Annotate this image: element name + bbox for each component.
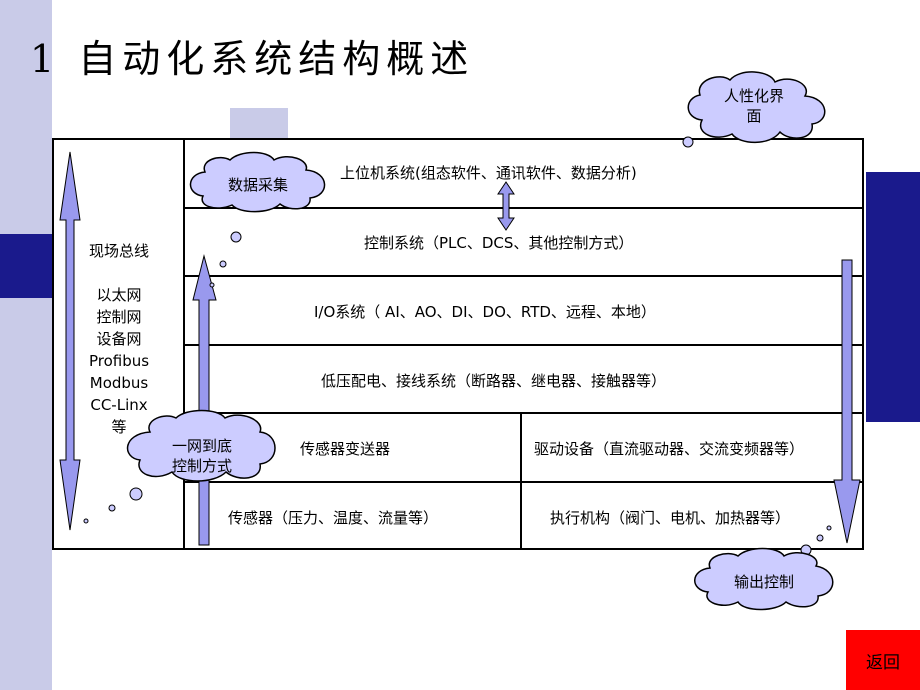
fieldbus-item: CC-Linx [90, 396, 148, 414]
decor-top-block [230, 108, 288, 138]
bubble-trail [83, 136, 832, 556]
layer-drive: 驱动设备（直流驱动器、交流变频器等） [534, 440, 805, 458]
fieldbus-list: 现场总线 以太网 控制网 设备网 Profibus Modbus CC-Linx… [54, 240, 184, 438]
cloud-one-net-label: 一网到底 控制方式 [171, 437, 232, 475]
cloud-data-collect [189, 151, 326, 213]
cloud-output-label: 输出控制 [733, 573, 794, 591]
fieldbus-item: 现场总线 [88, 242, 149, 260]
row-divider [184, 412, 864, 414]
layer-actuator: 执行机构（阀门、电机、加热器等） [550, 509, 791, 527]
layer-transmitter: 传感器变送器 [300, 440, 391, 458]
row-divider [184, 344, 864, 346]
cloud-hmi-label: 人性化界 面 [723, 87, 784, 125]
fieldbus-item: 等 [111, 418, 127, 436]
small-double-arrow [497, 181, 515, 231]
down-arrow [833, 259, 861, 544]
decor-left-block [0, 234, 52, 298]
up-arrow [192, 254, 217, 546]
layer-control: 控制系统（PLC、DCS、其他控制方式） [364, 234, 634, 252]
cloud-data-collect-label: 数据采集 [227, 176, 288, 194]
layer-sensor: 传感器（压力、温度、流量等） [228, 509, 439, 527]
fieldbus-item: 以太网 [96, 286, 142, 304]
fieldbus-item: 设备网 [96, 330, 142, 348]
decor-left-band [0, 0, 52, 690]
cloud-output [694, 547, 834, 611]
fieldbus-item: Modbus [89, 374, 149, 392]
cloud-one-net [126, 409, 276, 482]
row-divider [184, 207, 864, 209]
fieldbus-item: 控制网 [96, 308, 142, 326]
row-divider [184, 275, 864, 277]
cell-divider [520, 412, 522, 550]
cloud-hmi [687, 71, 826, 144]
page-title: 1 自动化系统结构概述 [30, 37, 475, 81]
layer-lowvolt: 低压配电、接线系统（断路器、继电器、接触器等） [321, 372, 667, 390]
decor-right-block [866, 172, 920, 422]
layer-io: I/O系统（ AI、AO、DI、DO、RTD、远程、本地） [314, 303, 656, 321]
layer-upper: 上位机系统(组态软件、通讯软件、数据分析) [340, 164, 637, 182]
row-divider [184, 481, 864, 483]
return-button[interactable]: 返回 [846, 630, 920, 690]
fieldbus-item: Profibus [88, 352, 150, 370]
double-arrow-left [59, 151, 81, 531]
